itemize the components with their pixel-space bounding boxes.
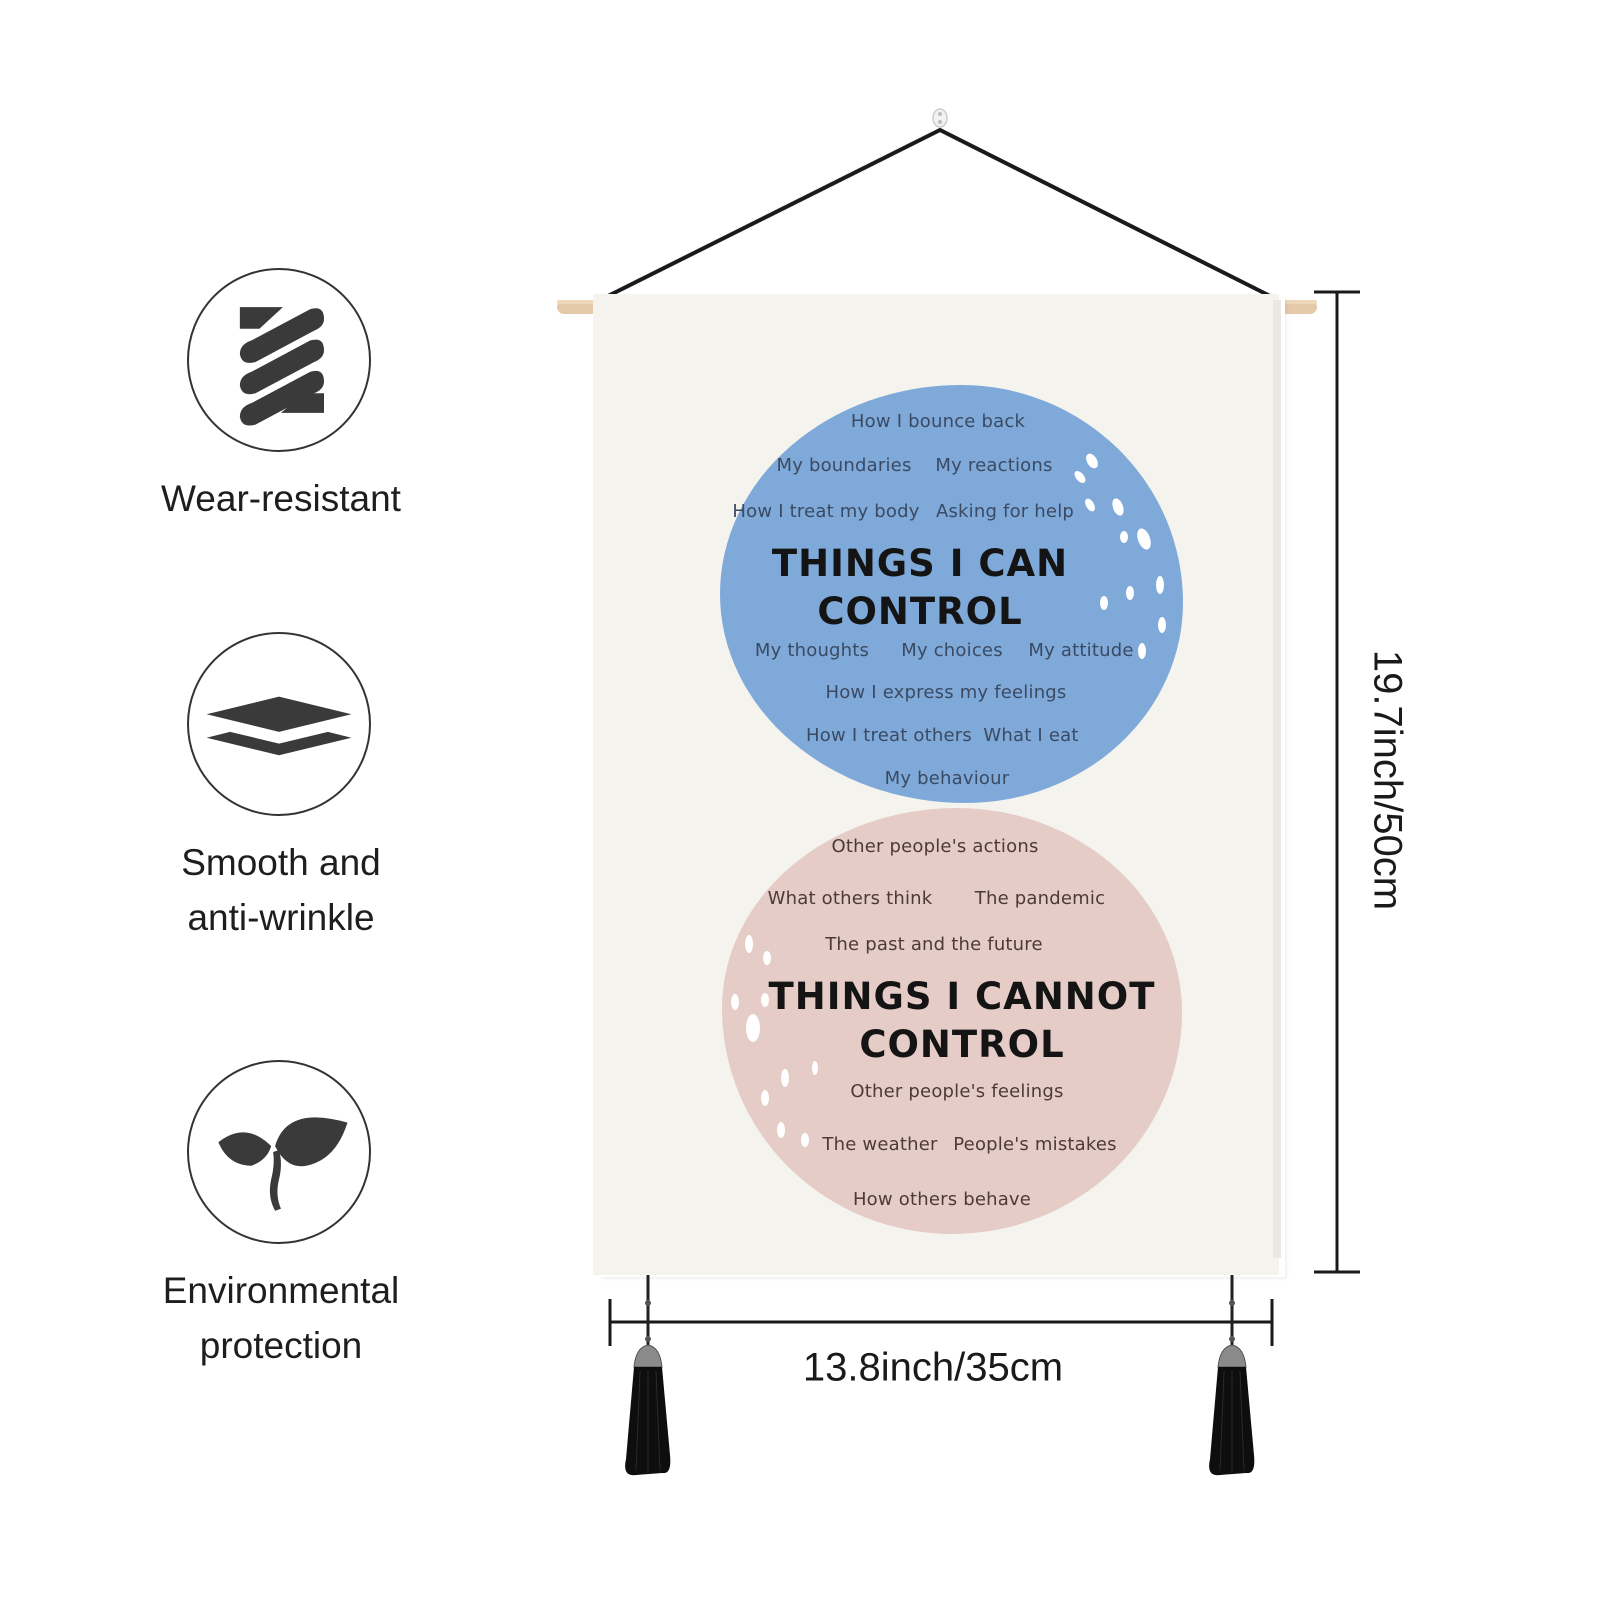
feature-badge-smooth	[187, 632, 371, 816]
cannot-control-item: The weather	[822, 1134, 938, 1155]
tassel-right-icon	[1209, 1275, 1255, 1476]
cannot-control-item: The pandemic	[974, 888, 1106, 909]
cannot-control-item: People's mistakes	[953, 1134, 1117, 1155]
stripes-icon	[239, 307, 324, 426]
feature-badge-environmental	[187, 1060, 371, 1244]
cannot-control-heading: THINGS I CANNOT CONTROL	[769, 973, 1156, 1069]
feature-label-environmental: Environmental protection	[101, 1263, 461, 1373]
can-control-item: My behaviour	[884, 768, 1010, 789]
feature-label-line: Smooth and	[181, 842, 381, 883]
hanging-cord	[587, 127, 1291, 308]
can-control-heading-line: CONTROL	[817, 590, 1023, 633]
cannot-control-item: The past and the future	[825, 934, 1043, 955]
can-control-item: How I bounce back	[850, 411, 1026, 432]
can-control-item: How I express my feelings	[825, 682, 1067, 703]
can-control-circle	[720, 385, 1183, 803]
feature-label-line: anti-wrinkle	[187, 897, 375, 938]
cannot-control-item: Other people's actions	[831, 836, 1039, 857]
sprout-icon	[218, 1117, 348, 1211]
height-dimension-label: 19.7inch/50cm	[1365, 649, 1410, 911]
blue-circle-dots	[1074, 453, 1166, 659]
width-dimension-label: 13.8inch/35cm	[802, 1345, 1064, 1390]
feature-label-line: Wear-resistant	[161, 478, 401, 519]
can-control-item: My attitude	[1028, 640, 1134, 661]
wall-hook-icon	[932, 108, 948, 128]
tassel-left-icon	[625, 1275, 671, 1476]
can-control-item: Asking for help	[935, 501, 1075, 522]
feature-label-wear-resistant: Wear-resistant	[101, 471, 461, 526]
cannot-control-circle	[722, 808, 1182, 1234]
can-control-item: How I treat my body	[732, 501, 920, 522]
can-control-item: How I treat others	[806, 725, 972, 746]
pink-circle-dots	[731, 935, 818, 1147]
feature-label-line: Environmental	[162, 1270, 400, 1311]
cannot-control-heading-line: THINGS I CANNOT	[768, 975, 1156, 1018]
width-dimension-line	[608, 1299, 1274, 1346]
can-control-item: My thoughts	[754, 640, 870, 661]
can-control-heading: THINGS I CAN CONTROL	[772, 540, 1068, 636]
can-control-item: What I eat	[983, 725, 1079, 746]
can-control-heading-line: THINGS I CAN	[771, 542, 1069, 585]
cannot-control-item: What others think	[767, 888, 933, 909]
feature-label-line: protection	[199, 1325, 363, 1366]
can-control-item: My reactions	[935, 455, 1053, 476]
height-dimension-line	[1314, 290, 1360, 1274]
cannot-control-item: Other people's feelings	[850, 1081, 1064, 1102]
cannot-control-item: How others behave	[852, 1189, 1032, 1210]
poster-edge	[1273, 300, 1281, 1258]
can-control-item: My choices	[901, 640, 1003, 661]
layers-icon	[206, 696, 352, 756]
feature-label-smooth: Smooth and anti-wrinkle	[101, 835, 461, 945]
feature-badge-wear-resistant	[187, 268, 371, 452]
cannot-control-heading-line: CONTROL	[859, 1023, 1065, 1066]
can-control-item: My boundaries	[776, 455, 912, 476]
